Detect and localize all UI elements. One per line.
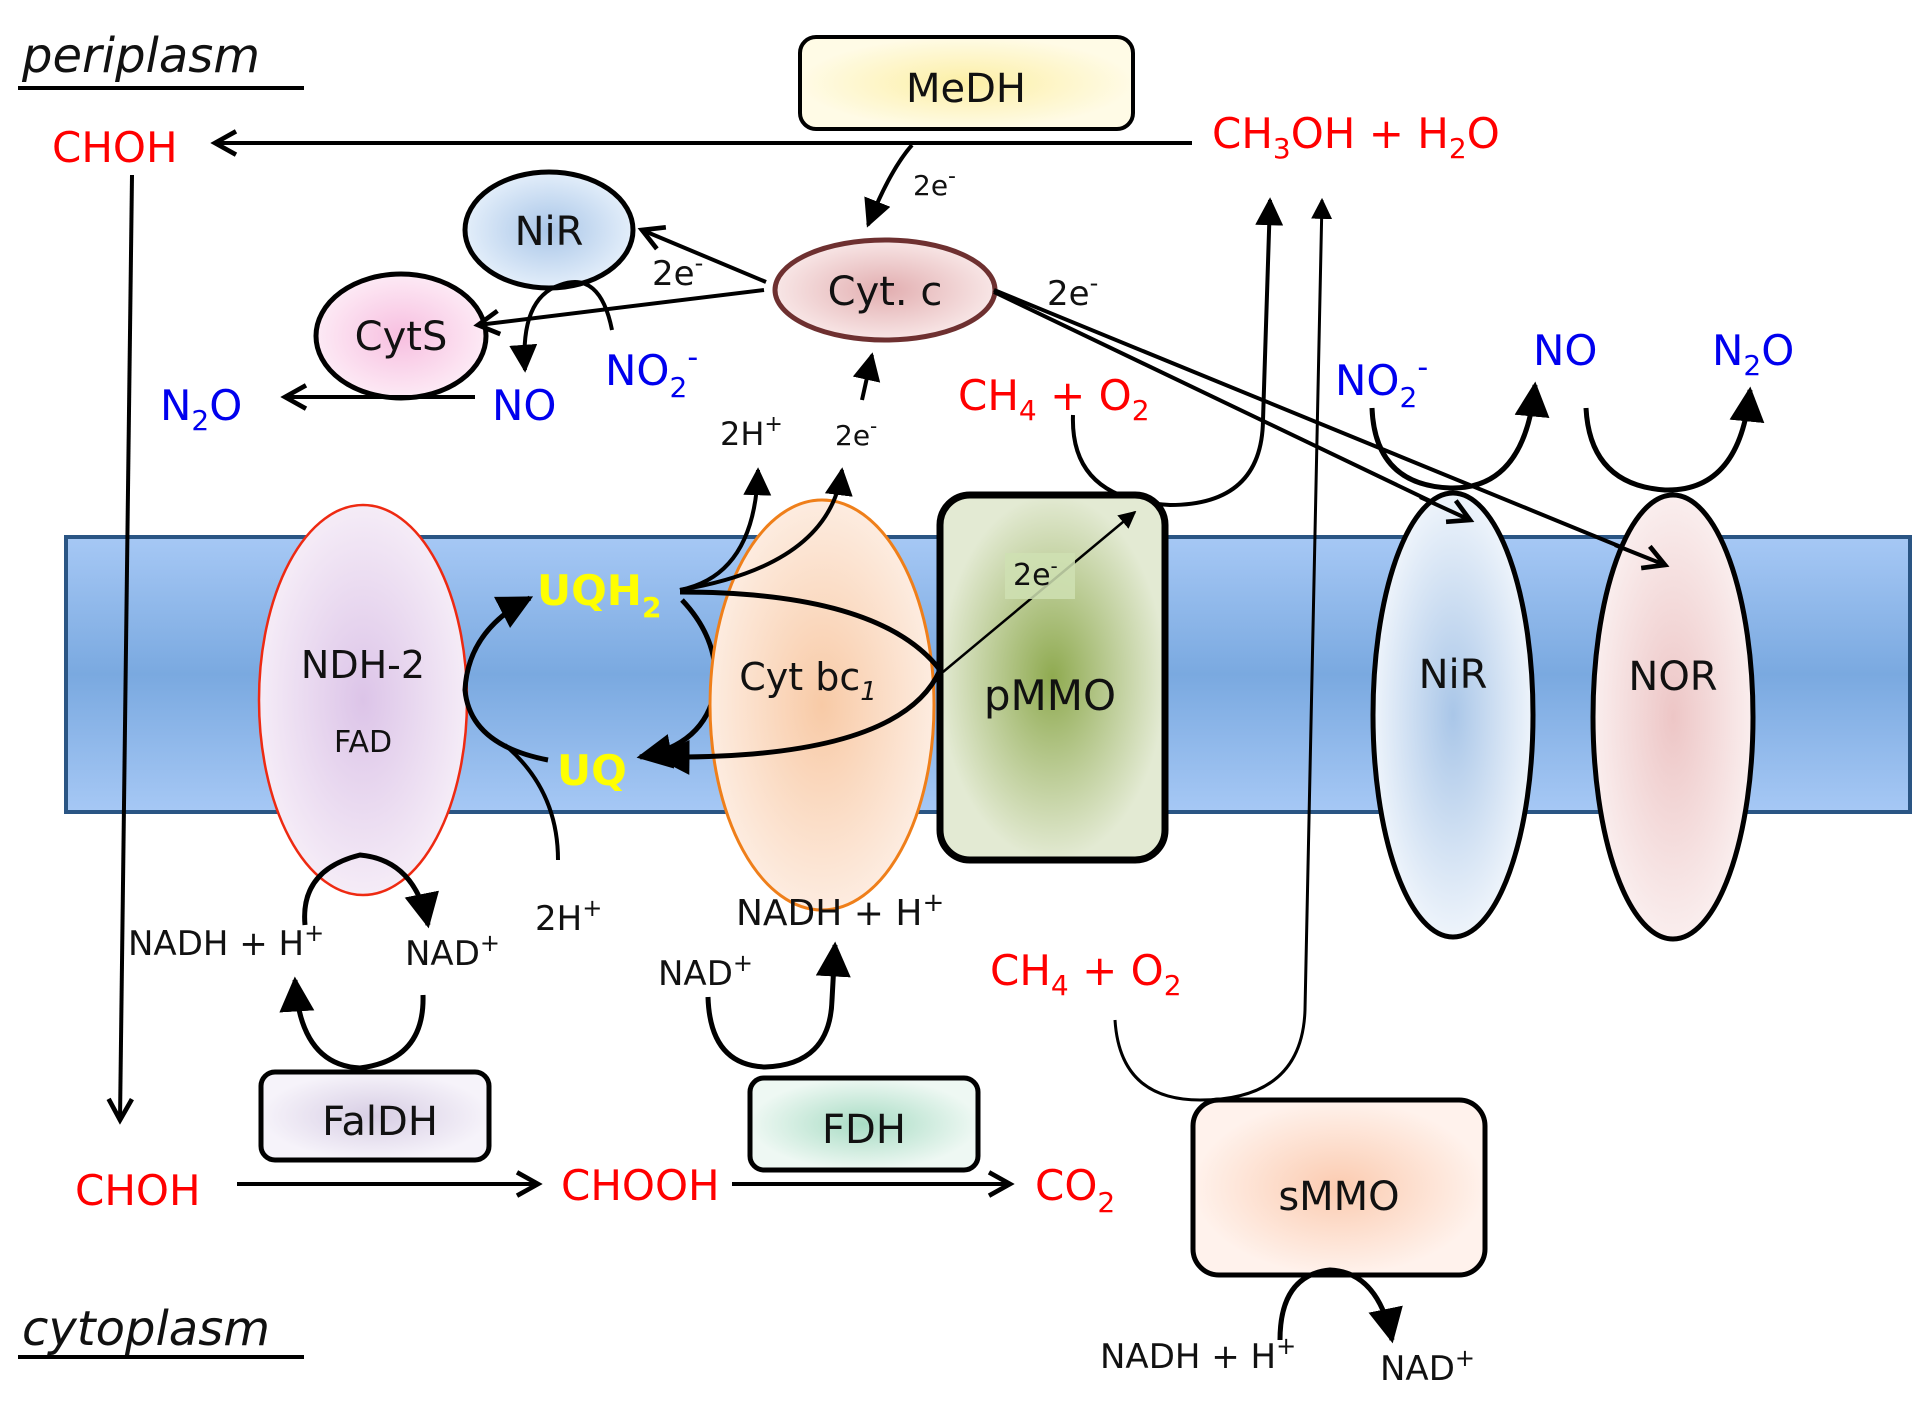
formaldehyde-periplasm-label: CHOH — [52, 123, 178, 172]
svg-text:NOR: NOR — [1628, 654, 1717, 700]
fdh-enzyme: FDH — [747, 1075, 981, 1173]
nor-enzyme: NOR — [1590, 492, 1756, 942]
svg-text:cytoplasm: cytoplasm — [22, 1301, 270, 1357]
svg-text:NDH-2: NDH-2 — [301, 643, 425, 687]
svg-text:Cyt. c: Cyt. c — [828, 269, 943, 315]
smmo-nadh-label: NADH + H+ — [1100, 1332, 1296, 1377]
no-right-label: NO — [1533, 326, 1597, 375]
arrow-pmmo-methane-to-methanol — [1070, 197, 1284, 508]
arrow-protons-into-uq — [503, 743, 560, 861]
fdh-nad-label: NAD+ — [658, 949, 753, 994]
electron-label-bc1: 2e- — [835, 414, 877, 452]
smmo-nad-label: NAD+ — [1380, 1344, 1475, 1389]
svg-text:periplasm: periplasm — [21, 28, 260, 84]
formaldehyde-cytoplasm-label: CHOH — [75, 1166, 201, 1215]
methane-oxygen-cytoplasm-label: CH4 + O2 — [990, 946, 1182, 1002]
arrow-smmo-nadh-to-nad — [1277, 1267, 1403, 1344]
svg-text:NiR: NiR — [1419, 652, 1488, 698]
n2o-right-label: N2O — [1712, 326, 1794, 382]
cyts-enzyme: CytS — [313, 271, 489, 401]
ndh2-enzyme: NDH-2 FAD — [257, 503, 469, 897]
svg-text:FalDH: FalDH — [322, 1099, 438, 1145]
svg-text:FAD: FAD — [334, 725, 392, 760]
svg-text:pMMO: pMMO — [984, 671, 1116, 720]
uq-proton-label: 2H+ — [535, 894, 602, 939]
arrow-medh-to-cytc — [864, 143, 914, 228]
arrow-smmo-methane-to-methanol — [1113, 197, 1333, 1102]
ndh-nadh-label: NADH + H+ — [128, 919, 324, 964]
arrow-ndh-nadh-to-nad — [302, 852, 439, 929]
ubiquinone-label: UQ — [557, 746, 627, 795]
arrow-fdh-nad-to-nadh — [705, 941, 851, 1070]
svg-text:MeDH: MeDH — [906, 66, 1026, 112]
arrow-bc1-to-cytc — [852, 352, 881, 401]
arrow-nitrite-to-no-membrane — [1369, 381, 1550, 491]
medh-enzyme: MeDH — [798, 35, 1135, 131]
arrow-formaldehyde-transport — [120, 174, 134, 1120]
arrowhead-into-nor — [1614, 543, 1665, 565]
arrow-faldh-nad-to-nadh — [279, 976, 426, 1071]
svg-text:NiR: NiR — [515, 209, 584, 255]
nitrite-right-label: NO2- — [1335, 350, 1428, 414]
methanol-water-label: CH3OH + H2O — [1212, 109, 1500, 165]
arrow-cytc-to-nir-membrane — [993, 290, 1470, 520]
svg-text:CytS: CytS — [355, 314, 448, 360]
periplasm-label: periplasm — [18, 28, 304, 90]
ndh-nad-label: NAD+ — [405, 929, 500, 974]
electron-label-cytc-right: 2e- — [1047, 269, 1098, 314]
svg-text:FDH: FDH — [822, 1107, 906, 1153]
no-left-label: NO — [492, 381, 556, 430]
pmmo-enzyme: pMMO — [936, 491, 1169, 864]
n2o-left-label: N2O — [160, 381, 242, 437]
arrow-cytc-to-nir — [642, 230, 767, 284]
electron-label-pmmo: 2e- — [1013, 554, 1058, 593]
cytochrome-c: Cyt. c — [772, 237, 998, 343]
electron-label-medh: 2e- — [913, 164, 956, 202]
smmo-enzyme: sMMO — [1190, 1097, 1488, 1278]
cytoplasm-label: cytoplasm — [18, 1301, 304, 1359]
arrowhead-into-nir — [1419, 495, 1470, 520]
ubiquinol-label: UQH2 — [537, 566, 661, 624]
nir-periplasmic-enzyme: NiR — [462, 169, 636, 291]
arrow-cytc-to-cyts — [478, 288, 765, 325]
nitrite-left-label: NO2- — [605, 340, 698, 404]
faldh-enzyme: FalDH — [258, 1069, 492, 1163]
svg-text:Cyt bc1: Cyt bc1 — [739, 655, 877, 707]
proton-label-bc1: 2H+ — [720, 412, 783, 453]
nir-membrane-enzyme: NiR — [1370, 490, 1536, 940]
electron-label-cytc-nir: 2e- — [652, 249, 703, 294]
co2-label: CO2 — [1035, 1161, 1115, 1219]
svg-text:sMMO: sMMO — [1278, 1174, 1399, 1220]
fdh-nadh-label: NADH + H+ — [736, 888, 944, 934]
formate-label: CHOOH — [561, 1161, 720, 1210]
arrow-uqh2-to-electrons — [679, 467, 853, 592]
arrow-no-to-n2o-membrane — [1583, 386, 1765, 493]
arrow-cytc-to-nor — [993, 288, 1665, 565]
methane-oxygen-periplasm-label: CH4 + O2 — [958, 371, 1150, 427]
cytochrome-bc1: Cyt bc1 — [708, 498, 936, 912]
arrow-nitrite-to-no-periplasm — [509, 280, 614, 373]
